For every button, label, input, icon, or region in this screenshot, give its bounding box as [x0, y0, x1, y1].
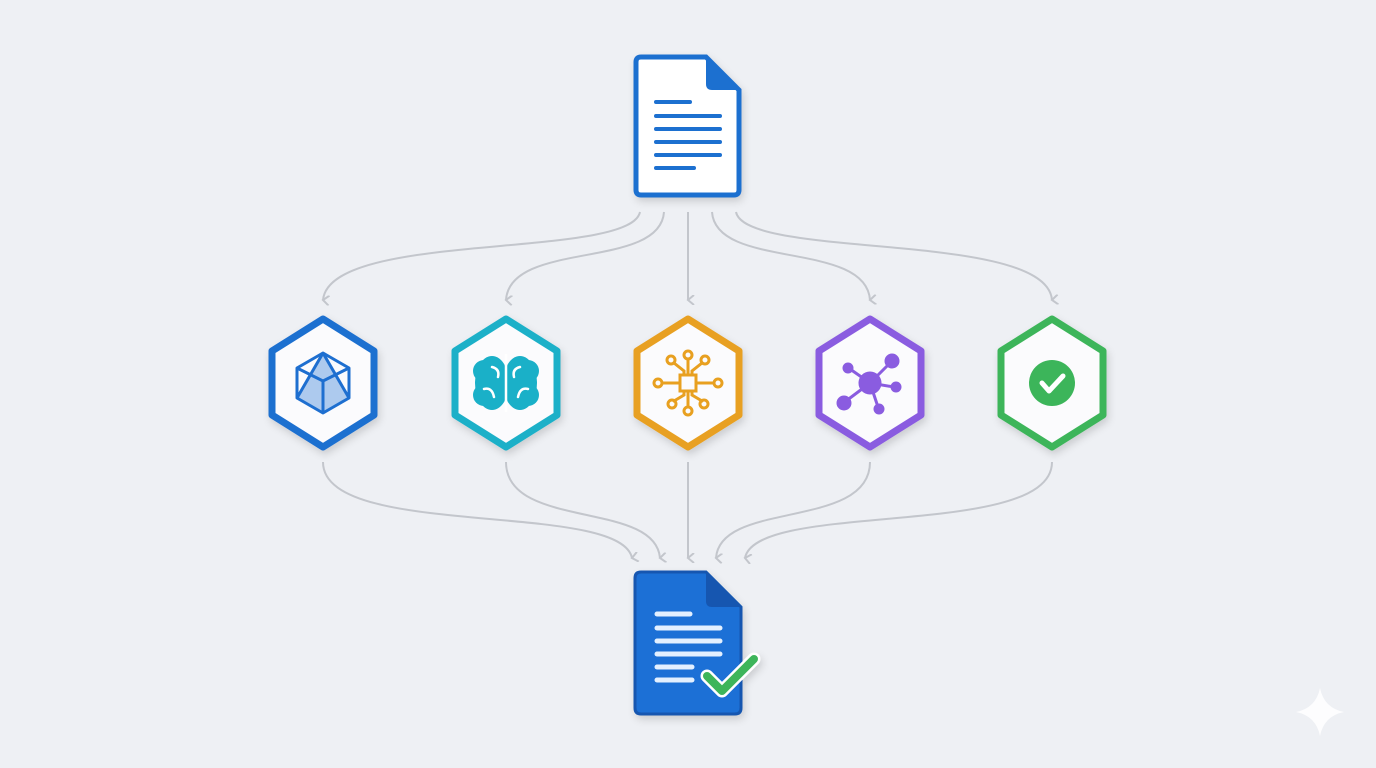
arrow-from-stage-4	[716, 461, 871, 558]
fan-out-arrows	[323, 211, 1052, 300]
brain-icon	[473, 353, 539, 413]
arrow-to-stage-1	[323, 211, 641, 300]
source-document-icon	[633, 54, 742, 198]
arrow-from-stage-5	[745, 461, 1053, 558]
fan-in-arrows	[322, 461, 1053, 558]
arrow-to-stage-2	[506, 211, 665, 300]
stage-4-hexagon	[815, 315, 925, 451]
circuit-chip-icon	[652, 349, 724, 417]
arrow-to-stage-4	[711, 211, 870, 300]
stage-2-hexagon	[451, 315, 561, 451]
arrow-from-stage-2	[505, 461, 660, 558]
stage-3-hexagon	[633, 315, 743, 451]
stage-1-hexagon	[268, 315, 378, 451]
arrow-from-stage-1	[322, 461, 632, 558]
check-circle-icon	[1029, 360, 1075, 406]
result-document-icon	[633, 570, 761, 716]
sparkle-icon	[1296, 688, 1344, 736]
cube-pyramid-icon	[295, 351, 351, 415]
network-nodes-icon	[836, 353, 902, 415]
arrow-to-stage-5	[735, 211, 1052, 300]
stage-5-hexagon	[997, 315, 1107, 451]
